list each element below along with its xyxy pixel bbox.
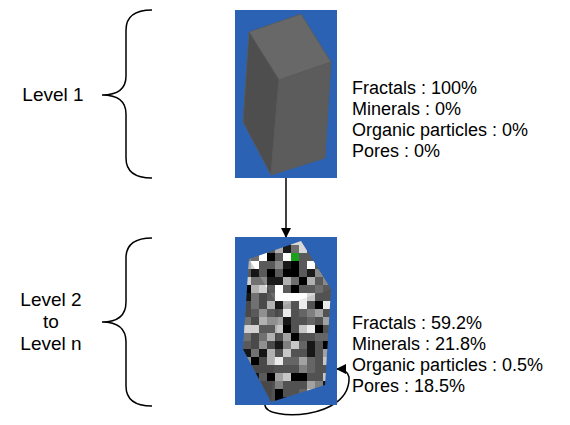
cube-illustration	[235, 237, 337, 405]
cube-panel: Fractals : 100%Minerals : 0%Organic part…	[235, 10, 337, 178]
curly-bracket	[102, 10, 152, 178]
composition-value: Organic particles : 0.5%	[352, 355, 543, 376]
cube-panel: Fractals : 59.2%Minerals : 21.8%Organic …	[235, 237, 337, 405]
composition-value: Minerals : 21.8%	[352, 334, 486, 355]
curly-bracket	[102, 238, 152, 406]
cube-illustration	[235, 10, 337, 178]
composition-value: Fractals : 100%	[352, 78, 477, 99]
level-label: Level 1	[8, 84, 98, 106]
flow-arrow	[285, 178, 287, 237]
composition-value: Organic particles : 0%	[352, 120, 528, 141]
composition-value: Fractals : 59.2%	[352, 313, 482, 334]
cube-texture	[235, 237, 337, 405]
composition-value: Pores : 0%	[352, 141, 440, 162]
level-label: Level 2 to Level n	[18, 289, 84, 355]
composition-value: Minerals : 0%	[352, 99, 461, 120]
cube-face	[271, 62, 331, 175]
composition-value: Pores : 18.5%	[352, 376, 465, 397]
